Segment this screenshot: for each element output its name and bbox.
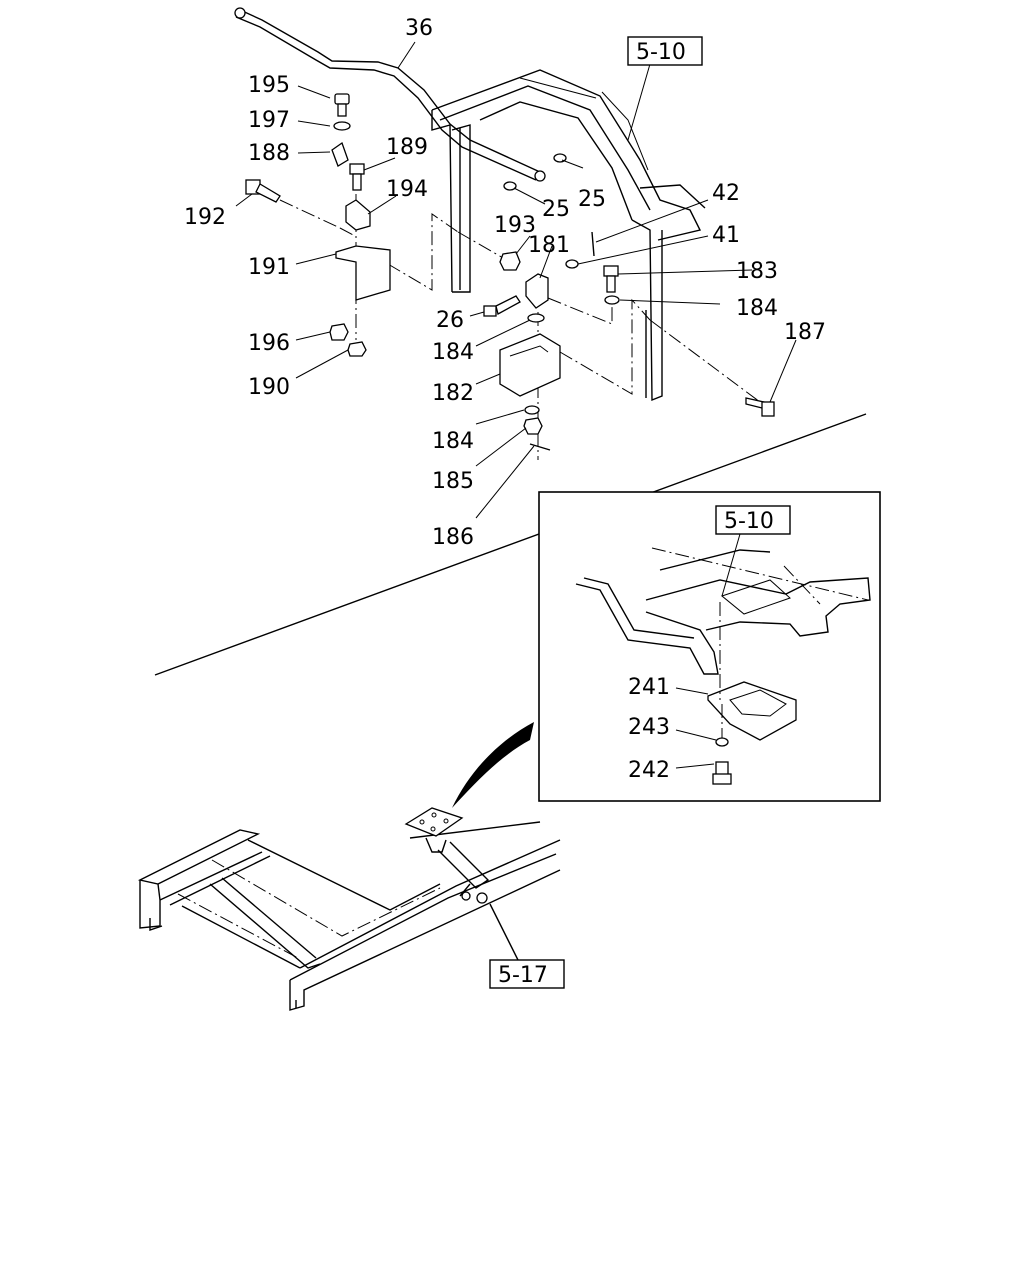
callout-185: 185	[432, 469, 474, 494]
callout-25b: 25	[542, 197, 570, 222]
bolt-189	[349, 163, 365, 191]
callout-196: 196	[248, 331, 290, 356]
ref-box-top[interactable]: 5-10	[627, 36, 703, 66]
callout-195: 195	[248, 73, 290, 98]
bolt-183	[603, 265, 619, 293]
callout-243: 243	[628, 715, 670, 740]
callout-42: 42	[712, 181, 740, 206]
nut-190	[347, 341, 367, 357]
clip-188	[331, 141, 349, 167]
inset-bolt-242	[712, 761, 732, 785]
nut-196	[329, 323, 349, 341]
pin-26	[483, 295, 521, 317]
bracket-182	[499, 333, 561, 397]
callout-190: 190	[248, 375, 290, 400]
inset-chassis	[575, 547, 871, 675]
pin-186	[529, 443, 551, 451]
inset-washer-243	[715, 737, 729, 747]
callout-197: 197	[248, 108, 290, 133]
callout-194: 194	[386, 177, 428, 202]
clip-194	[345, 199, 371, 231]
washer-25b	[503, 181, 517, 191]
inset-leader-swoosh	[452, 722, 534, 808]
bracket-191	[335, 245, 391, 301]
lower-mount-plate	[404, 807, 464, 853]
callout-192: 192	[184, 205, 226, 230]
ref-label-bottom: 5-17	[498, 963, 548, 988]
bolt-187	[745, 397, 775, 417]
callout-25a: 25	[578, 187, 606, 212]
lower-chassis-frame	[137, 821, 561, 1011]
section-divider	[154, 413, 867, 676]
callout-191: 191	[248, 255, 290, 280]
bolt-192	[245, 179, 281, 203]
inset-frame	[538, 491, 881, 802]
callout-189: 189	[386, 135, 428, 160]
bolt-195	[334, 93, 350, 117]
nut-185	[523, 417, 543, 435]
washer-197	[333, 121, 351, 131]
callout-187: 187	[784, 320, 826, 345]
ref-label-top: 5-10	[636, 40, 686, 65]
lower-link-arm	[437, 841, 519, 961]
callout-241: 241	[628, 675, 670, 700]
bracket-181	[525, 273, 549, 309]
washer-184b	[527, 313, 545, 323]
nut-193	[499, 251, 521, 271]
callout-186: 186	[432, 525, 474, 550]
callout-188: 188	[248, 141, 290, 166]
callout-184a: 184	[736, 296, 778, 321]
callout-41: 41	[712, 223, 740, 248]
ref-label-inset: 5-10	[724, 509, 774, 534]
callout-184b: 184	[432, 340, 474, 365]
inset-mount-241	[707, 681, 797, 741]
callout-184c: 184	[432, 429, 474, 454]
ref-box-bottom[interactable]: 5-17	[489, 959, 565, 989]
washer-184c	[524, 405, 540, 415]
callout-181: 181	[528, 233, 570, 258]
callout-183: 183	[736, 259, 778, 284]
callout-26: 26	[436, 308, 464, 333]
pin-42	[591, 231, 595, 257]
washer-41	[565, 259, 579, 269]
ref-box-inset[interactable]: 5-10	[715, 505, 791, 535]
callout-36: 36	[405, 16, 433, 41]
callout-193: 193	[494, 213, 536, 238]
washer-184a	[604, 295, 620, 305]
door-frame	[431, 69, 706, 402]
callout-182: 182	[432, 381, 474, 406]
callout-242: 242	[628, 758, 670, 783]
